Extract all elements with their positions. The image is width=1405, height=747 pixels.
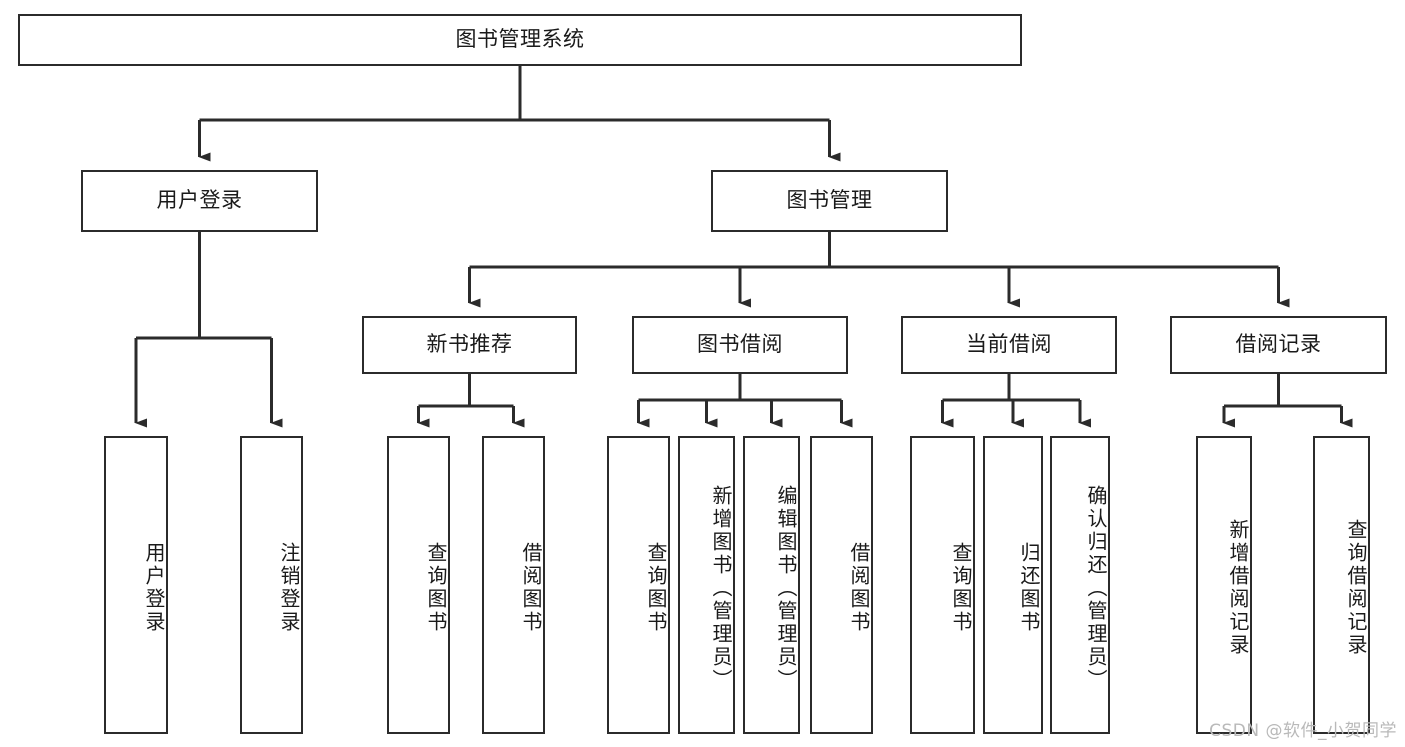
leaf-add-borrow-record[interactable]: 新增借阅记录 [1196,436,1252,734]
csdn-watermark: CSDN @软件_小贺同学 [1209,721,1397,741]
node-borrow-records[interactable]: 借阅记录 [1170,316,1387,374]
leaf-confirm-return-admin[interactable]: 确认归还（管理员） [1050,436,1110,734]
leaf-borrow-books-borrow[interactable]: 借阅图书 [810,436,873,734]
leaf-query-books-current[interactable]: 查询图书 [910,436,975,734]
leaf-query-books-new[interactable]: 查询图书 [387,436,450,734]
leaf-return-book[interactable]: 归还图书 [983,436,1043,734]
leaf-add-book-admin[interactable]: 新增图书（管理员） [678,436,735,734]
node-root[interactable]: 图书管理系统 [18,14,1022,66]
leaf-query-borrow-record[interactable]: 查询借阅记录 [1313,436,1370,734]
leaf-user-login[interactable]: 用户登录 [104,436,168,734]
leaf-borrow-books-new[interactable]: 借阅图书 [482,436,545,734]
leaf-query-books-borrow[interactable]: 查询图书 [607,436,670,734]
node-current-borrow[interactable]: 当前借阅 [901,316,1117,374]
leaf-logout[interactable]: 注销登录 [240,436,303,734]
node-book-management[interactable]: 图书管理 [711,170,948,232]
leaf-edit-book-admin[interactable]: 编辑图书（管理员） [743,436,800,734]
node-book-borrow[interactable]: 图书借阅 [632,316,848,374]
node-user-login[interactable]: 用户登录 [81,170,318,232]
node-new-book-recommend[interactable]: 新书推荐 [362,316,577,374]
